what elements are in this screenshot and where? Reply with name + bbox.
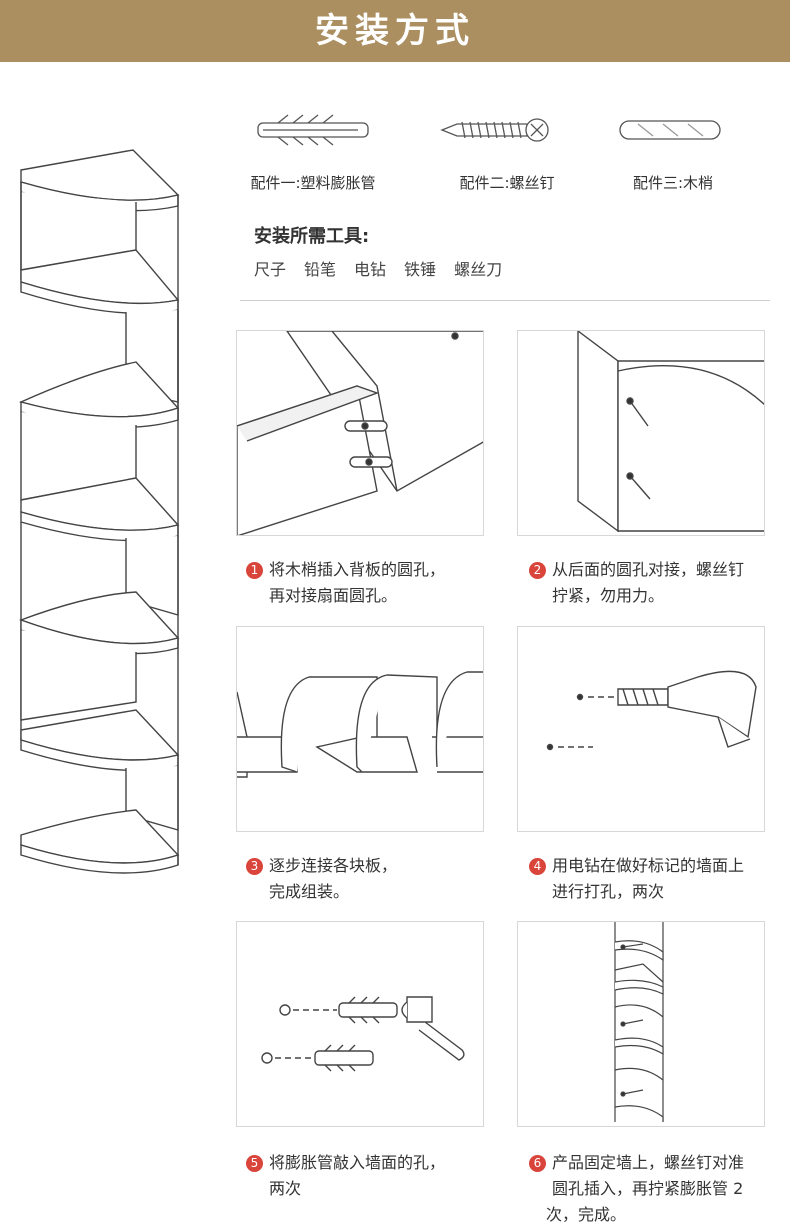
step-3-image bbox=[236, 626, 484, 832]
tool-item: 螺丝刀 bbox=[454, 260, 503, 279]
tool-item: 铅笔 bbox=[304, 260, 337, 279]
step-text: 进行打孔，两次 bbox=[552, 882, 665, 901]
step-text: 次，完成。 bbox=[546, 1205, 627, 1223]
step-5-caption: 5 将膨胀管敲入墙面的孔， 两次 bbox=[246, 1150, 445, 1202]
wooden-dowel-icon bbox=[619, 120, 721, 140]
step-text: 圆孔插入，再拧紧膨胀管 2 bbox=[552, 1179, 744, 1198]
step-text: 逐步连接各块板， bbox=[269, 856, 398, 875]
step-2-image bbox=[517, 330, 765, 536]
tool-item: 铁锤 bbox=[404, 260, 437, 279]
step-3-caption: 3 逐步连接各块板， 完成组装。 bbox=[246, 853, 397, 905]
step-2-caption: 2 从后面的圆孔对接，螺丝钉 拧紧，勿用力。 bbox=[529, 557, 744, 609]
step-text: 将木梢插入背板的圆孔， bbox=[269, 560, 446, 579]
step-4-image bbox=[517, 626, 765, 832]
part-wooden-dowel: 配件三:木梢 bbox=[593, 110, 753, 200]
part-label: 配件二:螺丝钉 bbox=[459, 174, 555, 192]
divider bbox=[240, 300, 770, 301]
plastic-anchor-icon bbox=[257, 114, 369, 146]
step-number-badge: 1 bbox=[246, 562, 263, 579]
step-text: 产品固定墙上，螺丝钉对准 bbox=[552, 1153, 745, 1172]
step-1-caption: 1 将木梢插入背板的圆孔， 再对接扇面圆孔。 bbox=[246, 557, 445, 609]
tool-item: 尺子 bbox=[254, 260, 287, 279]
step-text: 两次 bbox=[269, 1179, 302, 1198]
tool-item: 电钻 bbox=[354, 260, 387, 279]
step-text: 再对接扇面圆孔。 bbox=[269, 586, 398, 605]
step-text: 将膨胀管敲入墙面的孔， bbox=[269, 1153, 446, 1172]
step-1-image bbox=[236, 330, 484, 536]
step-number-badge: 4 bbox=[529, 858, 546, 875]
step-text: 完成组装。 bbox=[269, 882, 350, 901]
step-number-badge: 5 bbox=[246, 1155, 263, 1172]
step-text: 从后面的圆孔对接，螺丝钉 bbox=[552, 560, 745, 579]
step-5-image bbox=[236, 921, 484, 1127]
step-6-image bbox=[517, 921, 765, 1127]
part-label: 配件三:木梢 bbox=[632, 174, 714, 192]
part-plastic-anchor: 配件一:塑料膨胀管 bbox=[233, 110, 393, 200]
step-text: 用电钻在做好标记的墙面上 bbox=[552, 856, 745, 875]
step-text: 拧紧，勿用力。 bbox=[552, 586, 665, 605]
step-6-caption: 6 产品固定墙上，螺丝钉对准 圆孔插入，再拧紧膨胀管 2 次，完成。 bbox=[529, 1150, 744, 1223]
part-label: 配件一:塑料膨胀管 bbox=[250, 174, 376, 192]
corner-shelf-illustration bbox=[18, 149, 180, 874]
tools-list: 尺子 铅笔 电钻 铁锤 螺丝刀 bbox=[254, 256, 502, 280]
header-banner: 安装方式 bbox=[0, 0, 790, 62]
step-number-badge: 6 bbox=[529, 1155, 546, 1172]
screw-icon bbox=[440, 118, 549, 142]
tools-title: 安装所需工具: bbox=[254, 226, 370, 247]
step-number-badge: 2 bbox=[529, 562, 546, 579]
page-title: 安装方式 bbox=[315, 11, 475, 51]
step-4-caption: 4 用电钻在做好标记的墙面上 进行打孔，两次 bbox=[529, 853, 744, 905]
step-number-badge: 3 bbox=[246, 858, 263, 875]
part-screw: 配件二:螺丝钉 bbox=[427, 110, 587, 200]
